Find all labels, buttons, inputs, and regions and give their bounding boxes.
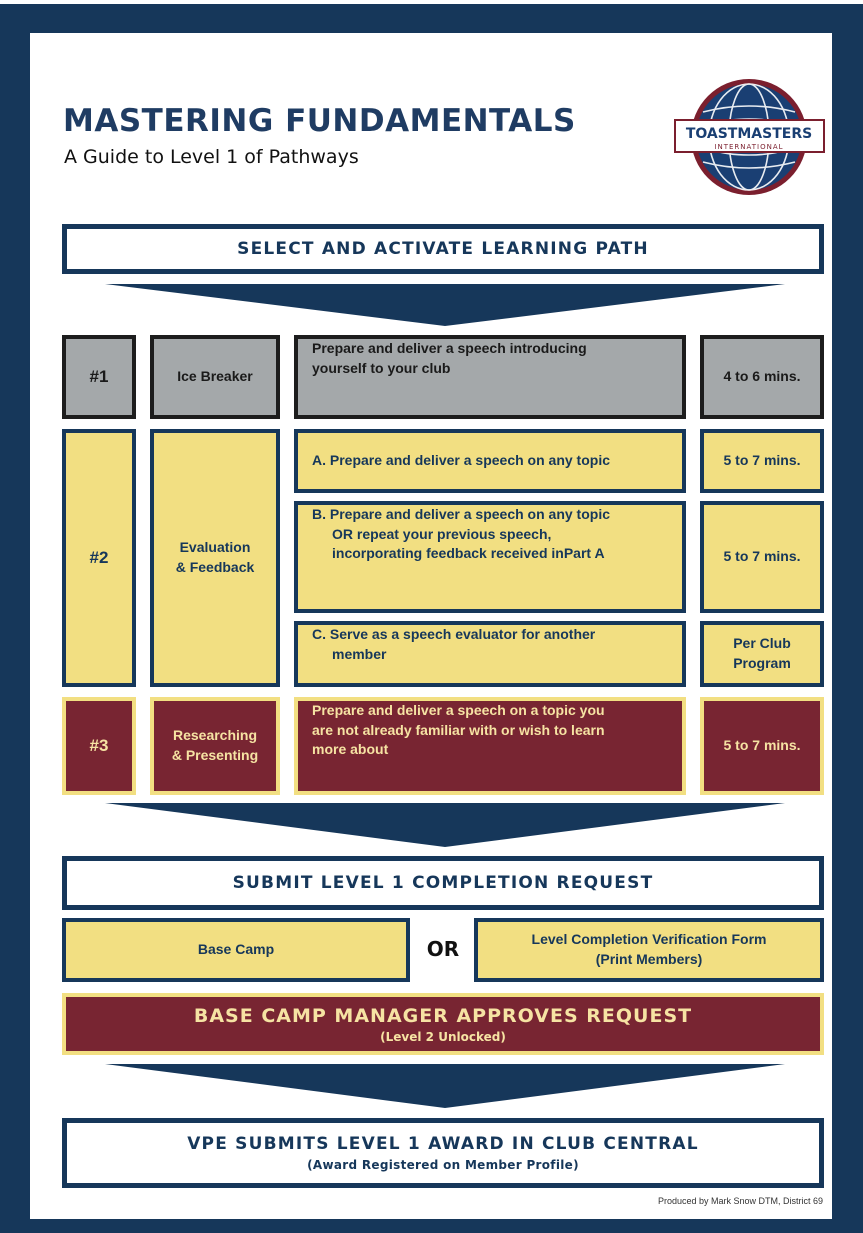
verification-form-line2: (Print Members) — [595, 951, 703, 967]
toastmasters-logo: TOASTMASTERS INTERNATIONAL — [674, 79, 825, 195]
project-3-task-line3: more about — [312, 741, 389, 758]
project-2-time-b: 5 to 7 mins. — [700, 501, 824, 613]
project-2-task-c-line1: C. Serve as a speech evaluator for anoth… — [312, 626, 596, 642]
vpe-award-sublabel: (Award Registered on Member Profile) — [307, 1158, 579, 1172]
project-1-number: #1 — [62, 335, 136, 419]
producer-credit: Produced by Mark Snow DTM, District 69 — [657, 1196, 823, 1206]
project-2-name-line2: & Feedback — [175, 559, 255, 575]
project-3-name-line2: & Presenting — [171, 747, 259, 763]
project-3-task: Prepare and deliver a speech on a topic … — [294, 697, 686, 795]
project-2-task-b-line3: incorporating feedback received inPart A — [332, 545, 605, 562]
select-path-label: SELECT AND ACTIVATE LEARNING PATH — [237, 239, 649, 259]
submit-request-label: SUBMIT LEVEL 1 COMPLETION REQUEST — [232, 873, 654, 893]
project-2-name-line1: Evaluation — [179, 539, 251, 556]
down-arrow-3 — [105, 1064, 785, 1108]
verification-form-option: Level Completion Verification Form (Prin… — [474, 918, 824, 982]
project-2-time-c-line1: Per Club — [733, 635, 791, 652]
project-1-name: Ice Breaker — [150, 335, 280, 419]
base-camp-option: Base Camp — [62, 918, 410, 982]
project-1-time: 4 to 6 mins. — [700, 335, 824, 419]
project-3-name: Researching & Presenting — [150, 697, 280, 795]
submit-request-banner: SUBMIT LEVEL 1 COMPLETION REQUEST — [62, 856, 824, 910]
project-2-task-b: B. Prepare and deliver a speech on any t… — [294, 501, 686, 613]
page-title: MASTERING FUNDAMENTALS — [63, 103, 576, 139]
project-1-task: Prepare and deliver a speech introducing… — [294, 335, 686, 419]
vpe-award-banner: VPE SUBMITS LEVEL 1 AWARD IN CLUB CENTRA… — [62, 1118, 824, 1188]
project-2-number: #2 — [62, 429, 136, 687]
verification-form-line1: Level Completion Verification Form — [531, 931, 767, 948]
project-2-time-c: Per Club Program — [700, 621, 824, 687]
approve-request-banner: BASE CAMP MANAGER APPROVES REQUEST (Leve… — [62, 993, 824, 1055]
project-2-time-c-line2: Program — [733, 655, 791, 671]
project-2-name: Evaluation & Feedback — [150, 429, 280, 687]
logo-text-top: TOASTMASTERS — [686, 126, 812, 142]
or-label: OR — [426, 937, 460, 961]
approve-request-sublabel: (Level 2 Unlocked) — [380, 1029, 506, 1044]
down-arrow-2 — [105, 803, 785, 847]
project-2-task-a: A. Prepare and deliver a speech on any t… — [294, 429, 686, 493]
project-2-task-b-line1: B. Prepare and deliver a speech on any t… — [312, 506, 610, 522]
project-3-task-line1: Prepare and deliver a speech on a topic … — [312, 702, 605, 718]
page-subtitle: A Guide to Level 1 of Pathways — [64, 146, 359, 168]
down-arrow-1 — [105, 284, 785, 326]
project-3-number: #3 — [62, 697, 136, 795]
vpe-award-label: VPE SUBMITS LEVEL 1 AWARD IN CLUB CENTRA… — [187, 1134, 699, 1154]
project-3-time: 5 to 7 mins. — [700, 697, 824, 795]
logo-text-bottom: INTERNATIONAL — [714, 143, 783, 151]
project-1-task-line2: yourself to your club — [312, 359, 451, 376]
project-2-time-a: 5 to 7 mins. — [700, 429, 824, 493]
project-1-task-line1: Prepare and deliver a speech introducing — [312, 340, 587, 356]
project-2-task-b-line2: OR repeat your previous speech, — [332, 525, 552, 542]
project-2-task-c: C. Serve as a speech evaluator for anoth… — [294, 621, 686, 687]
project-3-task-line2: are not already familiar with or wish to… — [312, 721, 605, 738]
select-path-banner: SELECT AND ACTIVATE LEARNING PATH — [62, 224, 824, 274]
project-3-name-line1: Researching — [172, 727, 258, 744]
approve-request-label: BASE CAMP MANAGER APPROVES REQUEST — [193, 1004, 693, 1027]
project-2-task-c-line2: member — [332, 645, 387, 662]
